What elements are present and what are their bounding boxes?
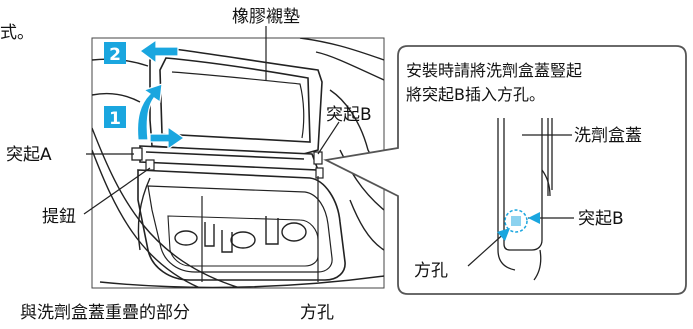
- callout-frame: [323, 45, 687, 295]
- callout-bubble: 安裝時請將洗劑盒蓋豎起 將突起B插入方孔。 洗劑盒蓋 突起B 方孔: [323, 45, 687, 295]
- label-tab-b: 突起B: [326, 105, 372, 125]
- square-hole-mark: [315, 167, 324, 179]
- label-lift-button: 提鈕: [42, 207, 76, 227]
- tab-b-mark: [313, 151, 323, 165]
- label-rubber-gasket: 橡膠襯墊: [232, 7, 300, 27]
- arrow-left-icon: [138, 38, 179, 65]
- detergent-lid: [139, 47, 323, 171]
- callout-tab-b-label: 突起B: [578, 209, 624, 229]
- leader-lines: [83, 26, 340, 282]
- step-arrows: [136, 38, 186, 151]
- step-2-badge: 2: [104, 42, 126, 65]
- lift-button-mark: [145, 159, 155, 171]
- callout-lid-label: 洗劑盒蓋: [574, 126, 642, 146]
- label-overlap-area: 與洗劑盒蓋重疊的部分: [20, 303, 190, 323]
- tab-b-closeup: [511, 216, 521, 226]
- top-left-text-fragment: 式。: [0, 23, 34, 43]
- svg-text:2: 2: [109, 45, 121, 65]
- tab-b-dashed-circle: [504, 209, 528, 233]
- callout-arrowheads: [497, 212, 540, 241]
- lid-closeup: [497, 118, 553, 281]
- callout-line-2: 將突起B插入方孔。: [406, 85, 545, 104]
- callout-line-1: 安裝時請將洗劑盒蓋豎起: [406, 61, 582, 80]
- callout-hole-label: 方孔: [414, 261, 448, 281]
- arrow-tab-b-icon: [528, 212, 540, 224]
- arrow-up-curve-icon: [136, 83, 163, 141]
- arrow-right-icon: [149, 125, 186, 151]
- label-square-hole: 方孔: [300, 303, 334, 323]
- label-tab-a: 突起A: [6, 145, 52, 165]
- step-1-badge: 1: [104, 106, 126, 129]
- arrow-hole-icon: [497, 228, 510, 241]
- svg-text:1: 1: [109, 109, 121, 129]
